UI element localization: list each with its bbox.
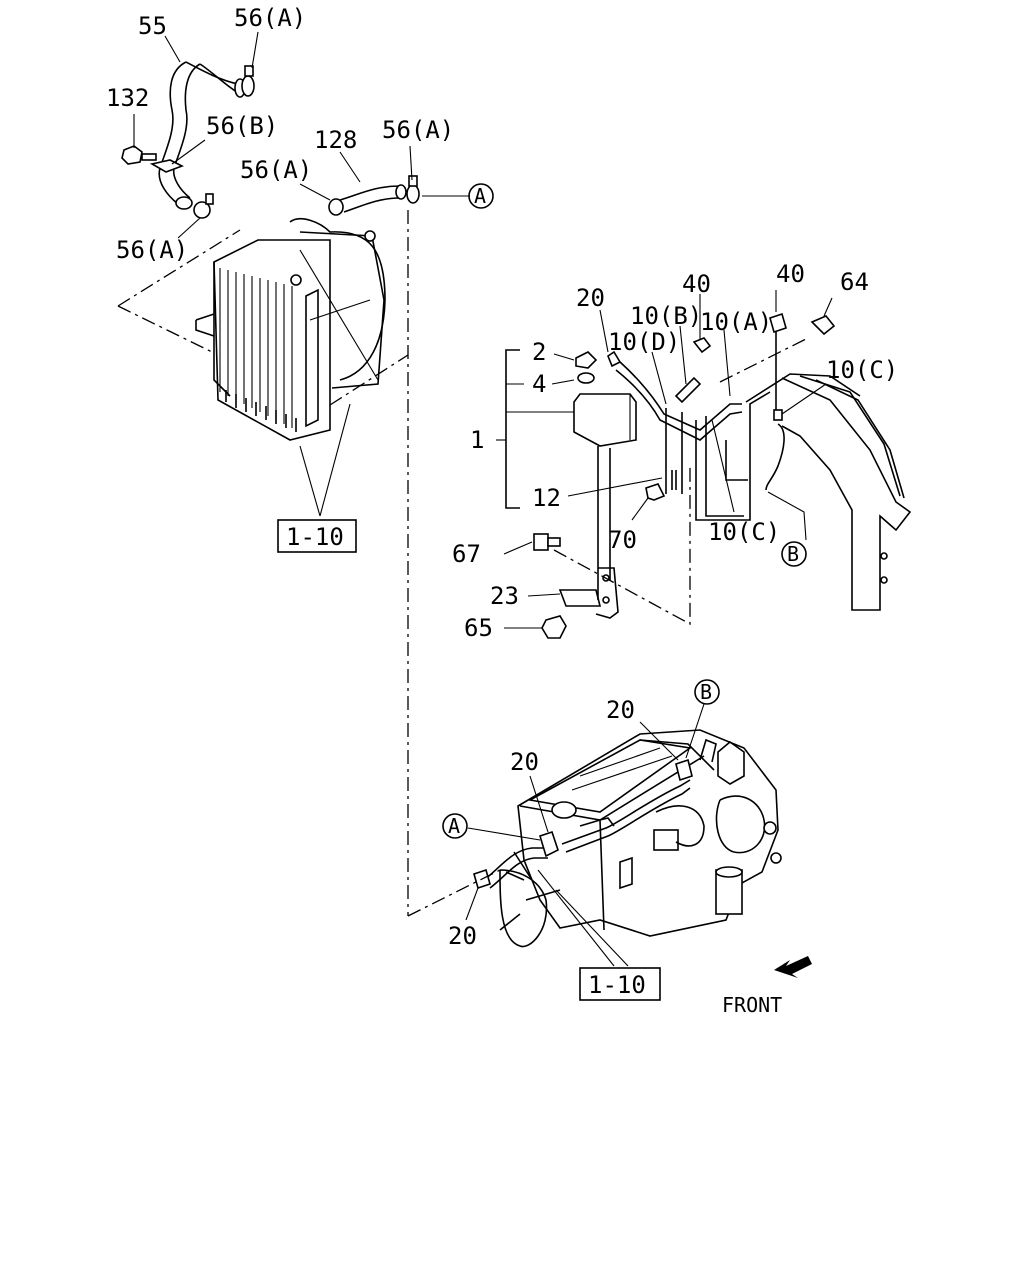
label-40-a: 40 [682,270,711,298]
label-20-engine-low: 20 [448,922,477,950]
front-label: FRONT [722,993,782,1017]
front-arrow-icon [774,956,812,978]
label-65: 65 [464,614,493,642]
engine-hoses [473,758,693,890]
ref-circle-a-top-text: A [474,184,486,208]
label-10a: 10(A) [700,308,772,336]
label-10c-low: 10(C) [708,518,780,546]
hose-clamp-56b [149,159,184,173]
hose-128 [328,184,407,216]
label-56a-mid: 56(A) [240,156,312,184]
label-4: 4 [532,370,546,398]
engine-leaders [407,703,705,967]
label-40-b: 40 [776,260,805,288]
hose-clamp-56a-top [241,65,255,97]
hose-clamp-56a-low [193,193,214,219]
ref-circle-b-engine: B [694,679,720,705]
label-23: 23 [490,582,519,610]
label-20-engine-mid: 20 [510,748,539,776]
ref-circle-b-right: B [781,541,807,567]
upper-left-leaders [117,31,470,916]
label-12: 12 [532,484,561,512]
label-128: 128 [314,126,357,154]
label-56b: 56(B) [206,112,278,140]
bolt-132 [121,145,157,165]
engine [499,729,782,948]
frame-rail [695,373,912,611]
ref-circle-a-bottom: A [442,813,468,839]
bracket-1-assembly [573,312,836,600]
label-1: 1 [470,426,484,454]
label-10d: 10(D) [608,328,680,356]
ref-circle-b-engine-text: B [700,680,712,704]
lower-bracket-23 [533,483,666,639]
label-20-engine-top: 20 [606,696,635,724]
label-56a-top: 56(A) [234,4,306,32]
label-20-top: 20 [576,284,605,312]
label-2: 2 [532,338,546,366]
label-10c-top: 10(C) [826,356,898,384]
ref-box-bottom: 1-10 [579,967,661,1001]
label-70: 70 [608,526,637,554]
upper-right-leaders [496,290,833,629]
ref-circle-a-bottom-text: A [448,814,460,838]
label-56a-low: 56(A) [116,236,188,264]
ref-circle-a-top: A [468,183,494,209]
label-10b: 10(B) [630,302,702,330]
upper-hose-assembly [158,61,246,210]
label-56a-right: 56(A) [382,116,454,144]
part-labels: 55 56(A) 132 56(B) 128 56(A) 56(A) 56(A)… [106,4,898,1017]
label-55: 55 [138,12,167,40]
label-67: 67 [452,540,481,568]
radiator [195,217,386,441]
ref-box-top: 1-10 [277,519,357,553]
label-64: 64 [840,268,869,296]
ref-circle-b-right-text: B [787,542,799,566]
ref-box-top-text: 1-10 [286,523,344,551]
ref-box-bottom-text: 1-10 [588,971,646,999]
label-132: 132 [106,84,149,112]
hose-clamp-56a-right [406,175,420,204]
